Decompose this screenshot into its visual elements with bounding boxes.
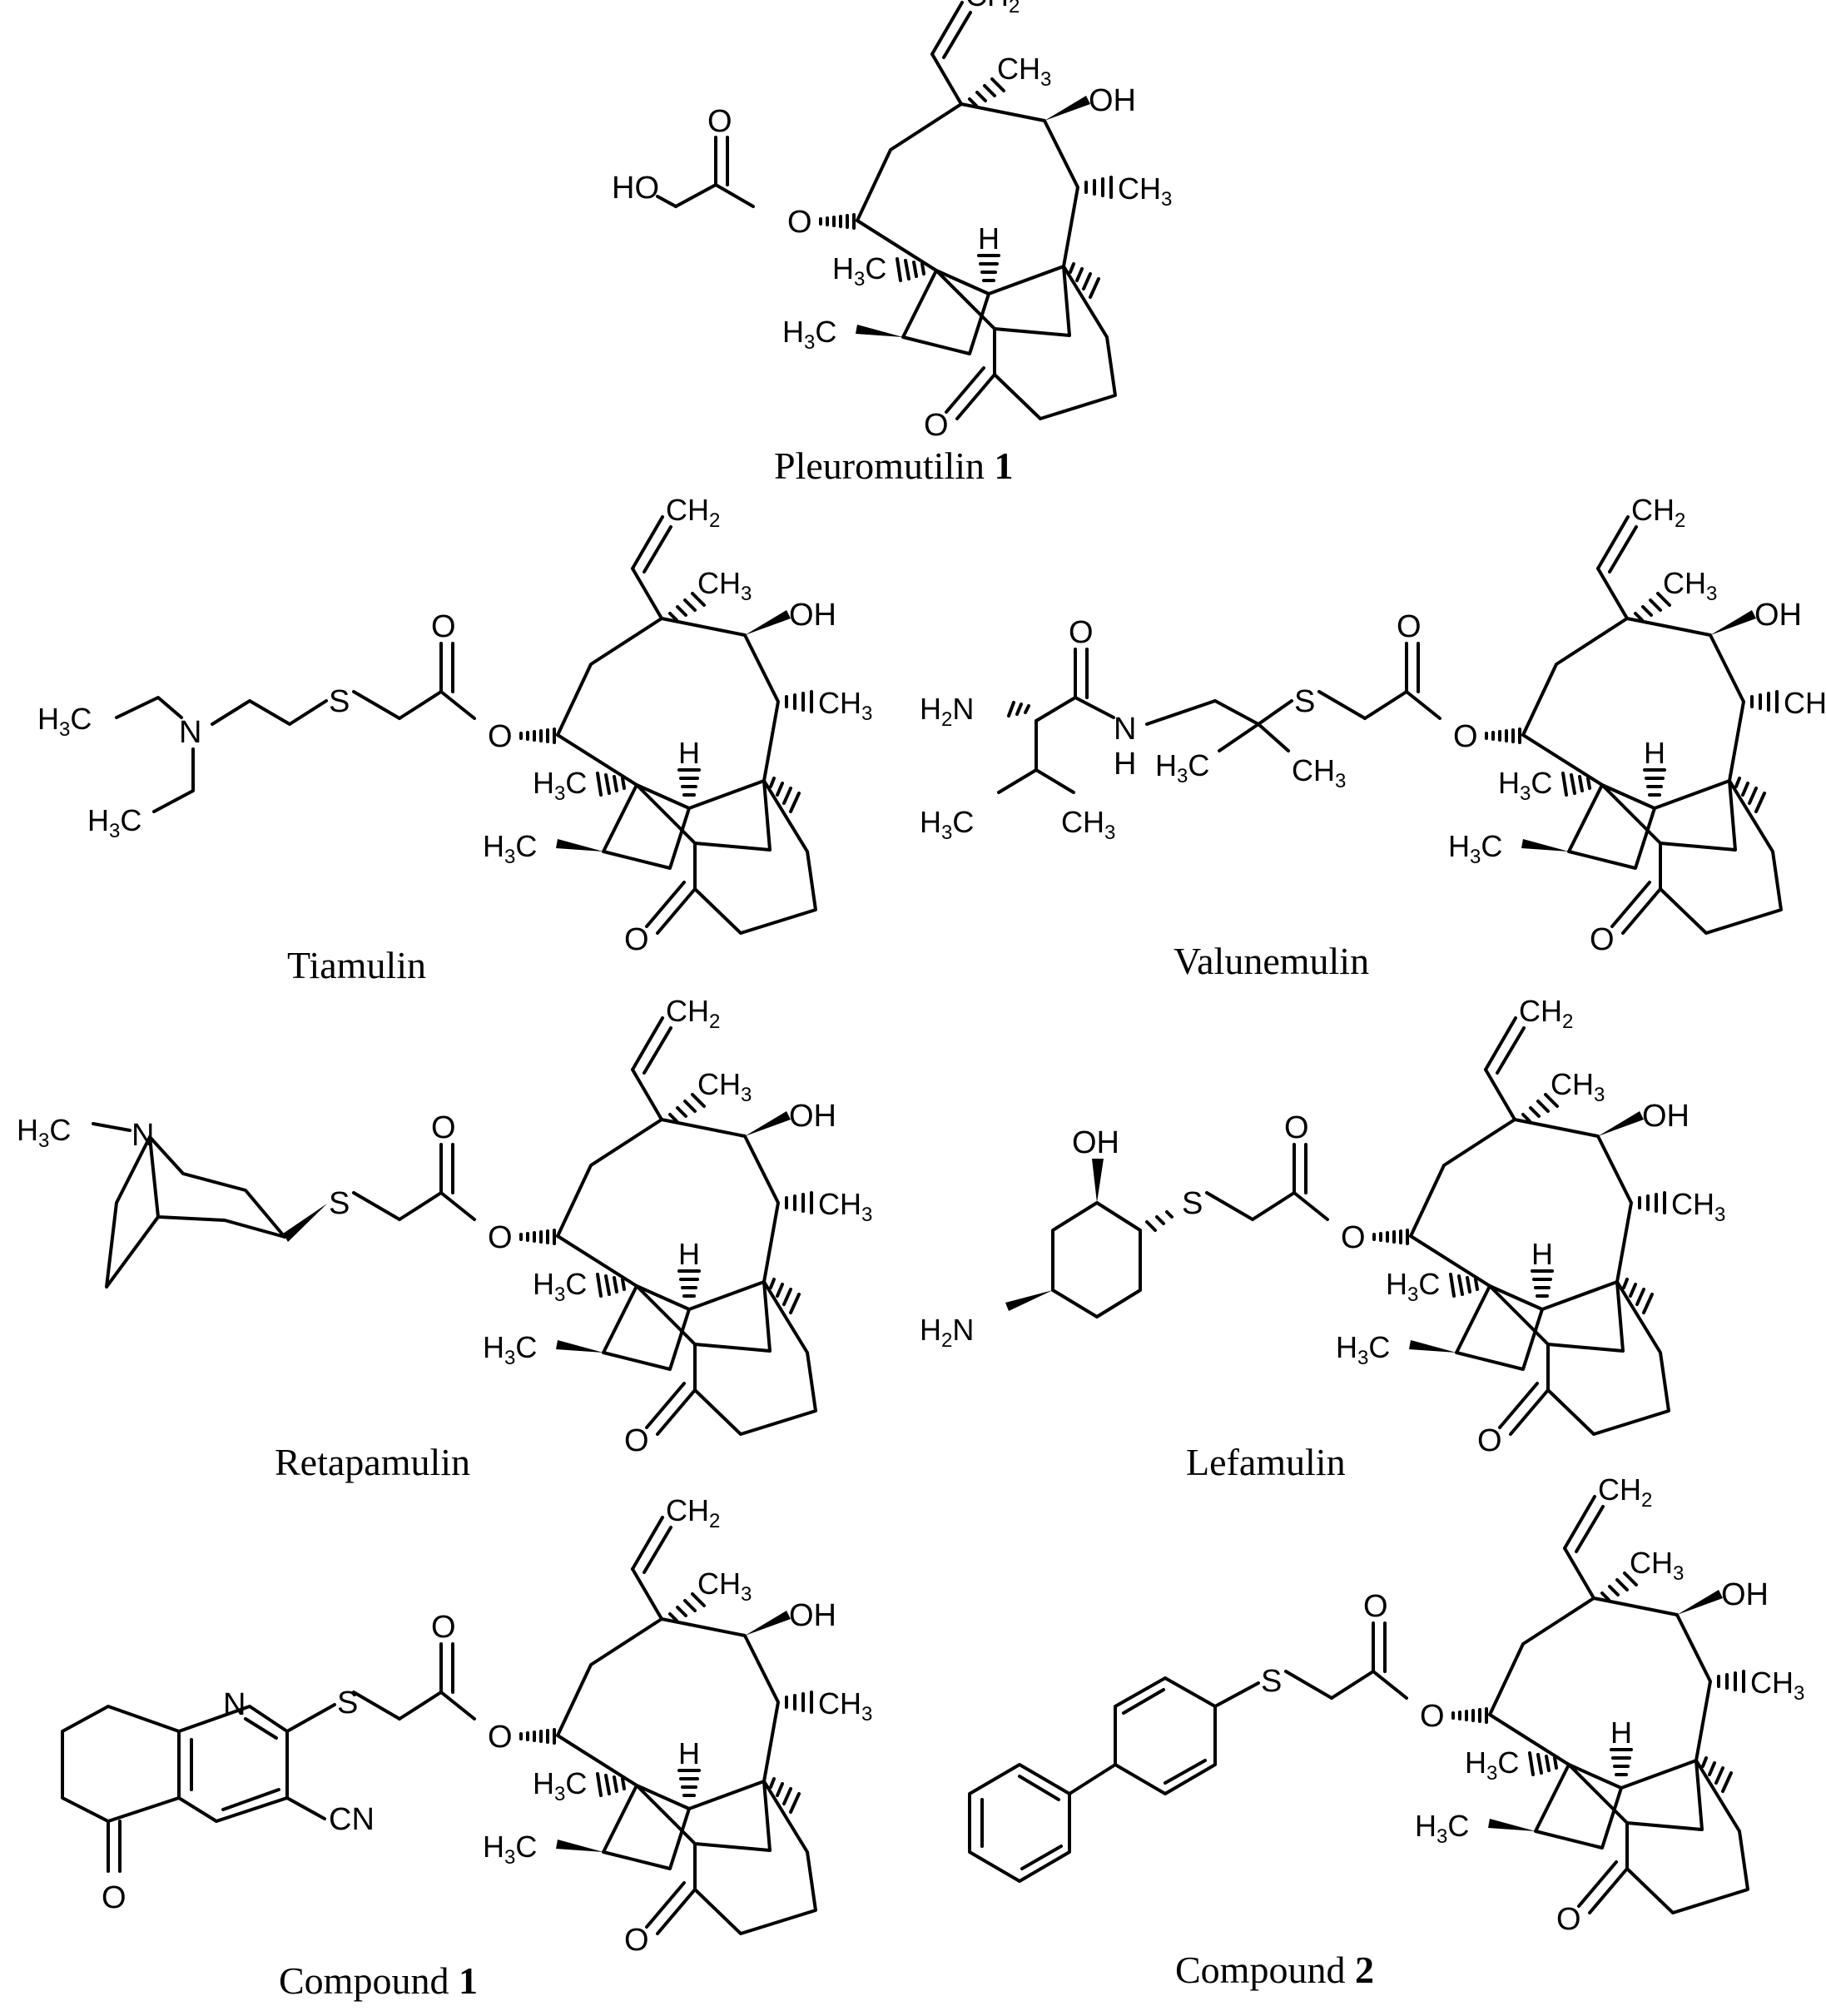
atom-label-h2n: H2N	[920, 692, 974, 731]
molecule-valnemulin: S H3C CH3 N H O H2N H3C CH3 Valunemulin	[920, 491, 1826, 982]
caption-tiamulin: Tiamulin	[287, 944, 426, 986]
atom-label-o: O	[707, 104, 732, 139]
caption-compound-1: Compound 1	[279, 1959, 478, 2002]
atom-label-nh-h: H	[1114, 747, 1136, 782]
atom-label-n: N	[179, 715, 201, 750]
molecule-tiamulin: S N H3C H3C Tiamulin	[37, 491, 875, 986]
molecule-retapamulin: S N H3C Retapamulin	[17, 992, 875, 1483]
atom-label-s: S	[1261, 1664, 1282, 1699]
caption-compound-2: Compound 2	[1175, 1949, 1374, 1991]
atom-label-cn: CN	[329, 1802, 375, 1837]
atom-label-ch3: CH3	[1292, 753, 1346, 792]
atom-label-ho: HO	[612, 171, 659, 206]
caption-lefamulin: Lefamulin	[1186, 1441, 1346, 1483]
atom-label-h3c: H3C	[37, 702, 92, 741]
atom-label-h3c: H3C	[17, 1113, 71, 1152]
atom-label-n: N	[223, 1687, 246, 1722]
molecule-compound-1: S N O CN Compound 1	[61, 1492, 875, 2002]
atom-label-ch3: CH3	[1061, 805, 1115, 844]
atom-label-o: O	[1069, 615, 1094, 650]
molecule-compound-2: S Compound 2	[968, 1471, 1807, 1991]
atom-label-nh: N	[1114, 712, 1136, 747]
caption-valnemulin: Valunemulin	[1174, 940, 1369, 982]
caption-retapamulin: Retapamulin	[275, 1441, 470, 1483]
atom-label-o: O	[102, 1880, 127, 1915]
atom-label-oh: OH	[1072, 1125, 1119, 1160]
atom-label-h3c: H3C	[920, 805, 974, 844]
atom-label-s: S	[1182, 1186, 1203, 1221]
caption-pleuromutilin: Pleuromutilin 1	[774, 444, 1014, 487]
atom-label-s: S	[329, 684, 350, 719]
atom-label-s: S	[1294, 684, 1315, 719]
atom-label-h2n: H2N	[920, 1313, 974, 1352]
molecule-pleuromutilin: O HO Pleuromutilin 1	[612, 0, 1174, 487]
atom-label-s: S	[337, 1686, 358, 1721]
atom-label-n: N	[131, 1118, 154, 1153]
atom-label-h3c: H3C	[1155, 748, 1209, 787]
atom-label-s: S	[329, 1186, 350, 1221]
atom-label-h3c: H3C	[87, 803, 141, 842]
molecule-lefamulin: S OH H2N Lefamulin	[920, 992, 1728, 1483]
